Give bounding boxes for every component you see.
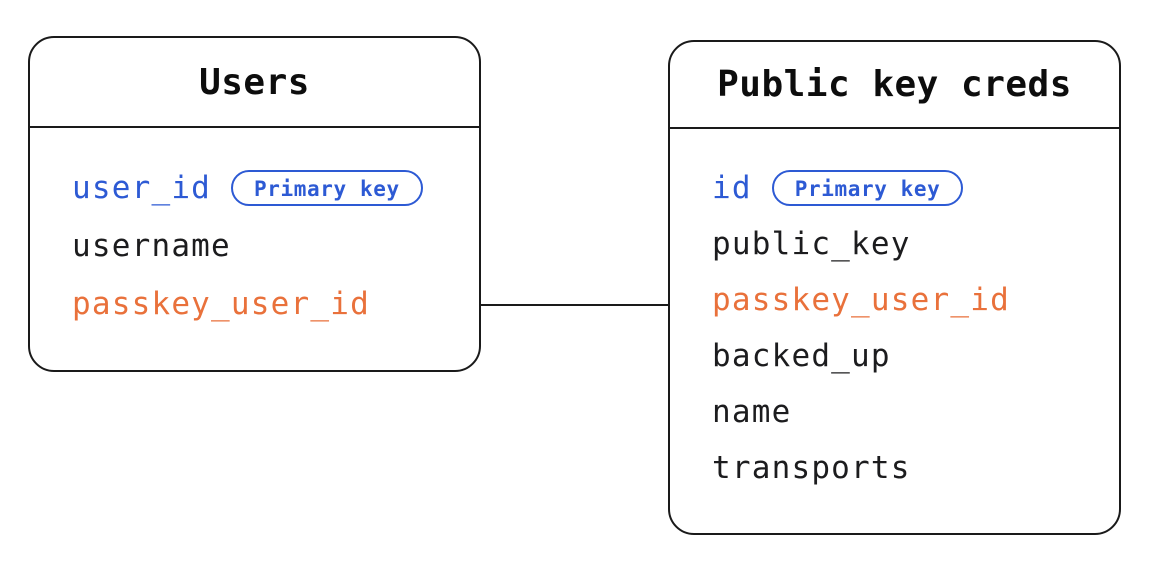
field-id: id Primary key [712, 160, 1109, 216]
field-backed-up: backed_up [712, 328, 1109, 384]
table-public-key-creds-title: Public key creds [717, 64, 1072, 105]
field-public-key-label: public_key [712, 226, 911, 262]
table-users-title: Users [199, 61, 310, 103]
field-transports-label: transports [712, 450, 911, 486]
field-user-id-label: user_id [72, 170, 212, 206]
field-passkey-user-id-label: passkey_user_id [72, 286, 370, 322]
primary-key-badge: Primary key [231, 170, 423, 206]
table-users-fields: user_id Primary key username passkey_use… [30, 128, 479, 333]
field-passkey-user-id: passkey_user_id [712, 272, 1109, 328]
table-users-header: Users [30, 38, 479, 128]
field-username: username [72, 217, 469, 275]
field-user-id: user_id Primary key [72, 159, 469, 217]
field-passkey-user-id-label: passkey_user_id [712, 282, 1010, 318]
field-name-label: name [712, 394, 792, 430]
table-users: Users user_id Primary key username passk… [28, 36, 481, 372]
field-passkey-user-id: passkey_user_id [72, 275, 469, 333]
relationship-line [480, 304, 669, 306]
table-public-key-creds-fields: id Primary key public_key passkey_user_i… [670, 129, 1119, 496]
field-backed-up-label: backed_up [712, 338, 891, 374]
field-transports: transports [712, 440, 1109, 496]
field-id-label: id [712, 170, 752, 206]
table-public-key-creds-header: Public key creds [670, 42, 1119, 129]
primary-key-badge: Primary key [771, 170, 964, 206]
field-username-label: username [72, 228, 231, 264]
table-public-key-creds: Public key creds id Primary key public_k… [668, 40, 1121, 535]
field-public-key: public_key [712, 216, 1109, 272]
field-name: name [712, 384, 1109, 440]
